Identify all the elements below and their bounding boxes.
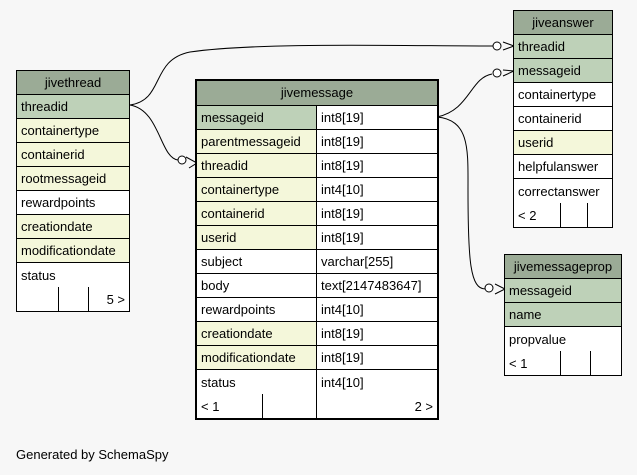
link-end-circle: [484, 283, 494, 293]
column-name: parentmessageid: [197, 130, 317, 153]
column-name: messageid: [197, 106, 317, 129]
column-name: rewardpoints: [197, 298, 317, 321]
table-footer: 5 >: [17, 287, 129, 311]
parents-count: < 1: [197, 394, 263, 418]
column-type: int8[19]: [317, 346, 437, 369]
column-name: creationdate: [17, 215, 129, 238]
column-type: int8[19]: [317, 106, 437, 129]
column-name: body: [197, 274, 317, 297]
parents-count: < 1: [505, 351, 561, 375]
link-jivemessage-jivemessageprop: [436, 116, 487, 290]
column-name: status: [197, 370, 317, 394]
link-end-circle: [177, 155, 187, 165]
table-footer: < 1 2 >: [197, 394, 437, 418]
column-name: userid: [197, 226, 317, 249]
link-jivethread-jiveanswer: [129, 44, 501, 106]
column-row[interactable]: propvalue: [505, 327, 621, 351]
column-name: containerid: [514, 107, 612, 130]
column-type: int8[19]: [317, 154, 437, 177]
column-name: creationdate: [197, 322, 317, 345]
link-jivemessage-jiveanswer: [436, 73, 493, 118]
table-header: jivemessage: [197, 81, 437, 106]
column-name: status: [17, 263, 129, 287]
parents-count: < 2: [514, 203, 561, 227]
column-row[interactable]: creationdate: [17, 215, 129, 239]
column-type: int8[19]: [317, 202, 437, 225]
column-name: propvalue: [505, 327, 621, 351]
table-footer: < 1: [505, 351, 621, 375]
column-name: containertype: [17, 119, 129, 142]
generated-by-label: Generated by SchemaSpy: [16, 447, 169, 462]
column-type: int8[19]: [317, 322, 437, 345]
column-type: int4[10]: [317, 298, 437, 321]
column-name: threadid: [514, 35, 612, 58]
column-name: correctanswer: [514, 179, 612, 203]
column-row[interactable]: containertype: [17, 119, 129, 143]
column-row[interactable]: correctanswer: [514, 179, 612, 203]
column-row[interactable]: containerid: [514, 107, 612, 131]
column-row[interactable]: threadid: [514, 35, 612, 59]
column-row[interactable]: threadid: [17, 95, 129, 119]
link-jivethread-jivemessage: [129, 104, 179, 161]
column-name: threadid: [17, 95, 129, 118]
column-row[interactable]: containertype: [514, 83, 612, 107]
column-name: rewardpoints: [17, 191, 129, 214]
column-row[interactable]: helpfulanswer: [514, 155, 612, 179]
column-row[interactable]: messageid: [514, 59, 612, 83]
column-row[interactable]: messageid: [505, 279, 621, 303]
column-type: varchar[255]: [317, 250, 437, 273]
column-name: containertype: [514, 83, 612, 106]
column-type: int4[10]: [317, 178, 437, 201]
table-footer: < 2: [514, 203, 612, 227]
column-row[interactable]: name: [505, 303, 621, 327]
column-name: rootmessageid: [17, 167, 129, 190]
column-row[interactable]: modificationdate: [17, 239, 129, 263]
column-row[interactable]: status: [17, 263, 129, 287]
column-type: text[2147483647]: [317, 274, 437, 297]
column-name: name: [505, 303, 621, 326]
column-row[interactable]: containerid: [17, 143, 129, 167]
children-count: 5 >: [106, 291, 125, 307]
column-name: subject: [197, 250, 317, 273]
column-name: messageid: [514, 59, 612, 82]
column-name: helpfulanswer: [514, 155, 612, 178]
link-end-circle: [492, 41, 502, 51]
column-name: messageid: [505, 279, 621, 302]
column-name: containertype: [197, 178, 317, 201]
column-name: threadid: [197, 154, 317, 177]
column-type: int8[19]: [317, 226, 437, 249]
column-type: int8[19]: [317, 130, 437, 153]
column-name: modificationdate: [17, 239, 129, 262]
column-name: modificationdate: [197, 346, 317, 369]
column-row[interactable]: rewardpoints: [17, 191, 129, 215]
column-name: userid: [514, 131, 612, 154]
table-header: jivethread: [17, 71, 129, 95]
table-header: jiveanswer: [514, 11, 612, 35]
link-end-circle: [492, 68, 502, 78]
column-type: int4[10]: [317, 370, 437, 394]
table-header: jivemessageprop: [505, 255, 621, 279]
column-name: containerid: [197, 202, 317, 225]
column-name: containerid: [17, 143, 129, 166]
column-row[interactable]: userid: [514, 131, 612, 155]
children-count: 2 >: [414, 398, 433, 414]
column-row[interactable]: rootmessageid: [17, 167, 129, 191]
